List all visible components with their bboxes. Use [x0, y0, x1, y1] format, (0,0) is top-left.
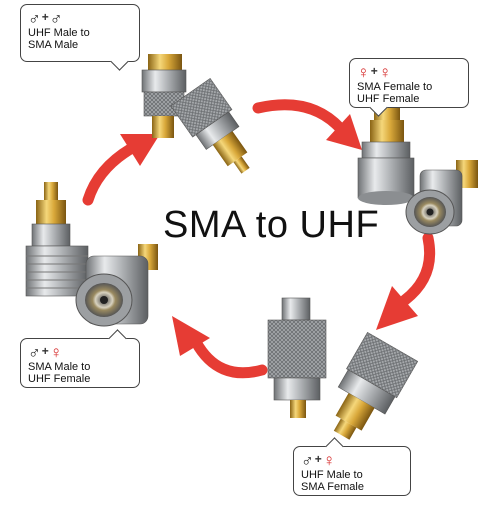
- product-title: SMA to UHF: [163, 204, 380, 246]
- bubble-sma-female-uhf-female: ♀+♀ SMA Female to UHF Female: [349, 58, 469, 117]
- male-symbol-icon: ♂: [28, 9, 41, 28]
- adapter-sma-female-uhf-female-a: [357, 106, 415, 205]
- bubble-label-line2: SMA Male: [28, 39, 79, 51]
- arrow-bottom: [172, 316, 268, 379]
- bubble-uhf-male-sma-female: ♂+♀ UHF Male to SMA Female: [293, 437, 411, 496]
- female-symbol-icon: ♀: [49, 343, 63, 362]
- adapter-uhf-male-sma-male-a: [141, 54, 187, 138]
- male-symbol-icon: ♂: [49, 9, 63, 28]
- adapter-sma-male-uhf-female-b: [75, 244, 158, 327]
- female-symbol-icon: ♀: [322, 451, 336, 470]
- gender-symbols: ♂+♂: [28, 9, 132, 27]
- adapter-uhf-male-sma-female-a: [267, 297, 327, 418]
- adapter-sma-male-uhf-female-a: [25, 182, 89, 297]
- bubble-label-line2: SMA Female: [301, 481, 364, 493]
- gender-symbols: ♂+♀: [301, 451, 403, 469]
- arrow-top: [252, 99, 362, 150]
- bubble-label-line1: SMA Male to: [28, 361, 91, 373]
- adapter-uhf-male-sma-female-b: [333, 331, 419, 440]
- arrow-left: [82, 134, 160, 206]
- plus-sign: +: [41, 10, 49, 24]
- bubble-label-line2: UHF Female: [357, 93, 420, 105]
- bubble-label-line1: SMA Female to: [357, 81, 433, 93]
- bubble-label-line1: UHF Male to: [28, 27, 90, 39]
- male-symbol-icon: ♂: [301, 451, 314, 470]
- bubble-label-line1: UHF Male to: [301, 469, 363, 481]
- plus-sign: +: [370, 64, 378, 78]
- male-symbol-icon: ♂: [28, 343, 41, 362]
- adapter-sma-female-uhf-female-b: [405, 160, 478, 235]
- bubble-sma-male-uhf-female: ♂+♀ SMA Male to UHF Female: [20, 329, 140, 388]
- plus-sign: +: [41, 344, 49, 358]
- bubble-uhf-male-sma-male: ♂+♂ UHF Male to SMA Male: [20, 4, 140, 71]
- adapter-uhf-male-sma-male-b: [170, 77, 250, 174]
- female-symbol-icon: ♀: [357, 63, 370, 82]
- female-symbol-icon: ♀: [378, 63, 392, 82]
- bubble-label-line2: UHF Female: [28, 373, 91, 385]
- gender-symbols: ♂+♀: [28, 343, 132, 361]
- arrow-right: [376, 232, 436, 330]
- plus-sign: +: [314, 452, 322, 466]
- gender-symbols: ♀+♀: [357, 63, 461, 81]
